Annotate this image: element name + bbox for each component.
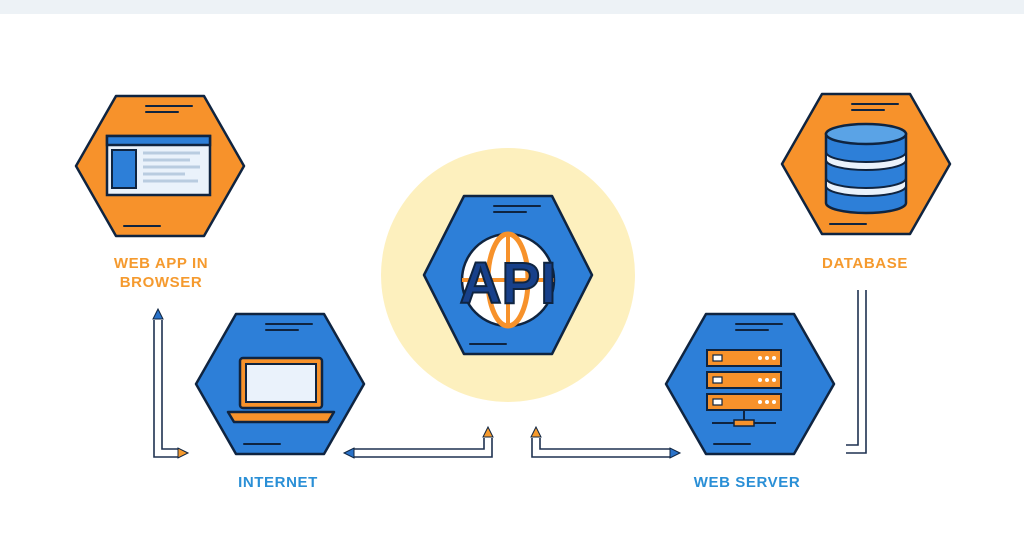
internet-node xyxy=(194,312,366,456)
webapp-internet-connector xyxy=(153,320,178,458)
top-strip xyxy=(0,0,1024,14)
api-text: API xyxy=(460,251,557,316)
arrow-right-head xyxy=(177,447,190,459)
laptop-icon xyxy=(226,356,336,424)
arrow-up-head-api-left xyxy=(482,425,494,438)
api-webserver-connector xyxy=(531,438,670,458)
web-app-label-line1: WEB APP IN xyxy=(113,255,209,272)
internet-api-connector xyxy=(354,438,493,458)
arrow-right-head-server xyxy=(669,447,682,459)
arrow-up-head xyxy=(152,307,164,320)
database-node xyxy=(780,92,952,236)
database-label: DATABASE xyxy=(822,255,908,272)
web-server-label: WEB SERVER xyxy=(693,474,801,491)
browser-window-icon xyxy=(105,134,212,197)
web-app-label-line2: BROWSER xyxy=(119,274,203,291)
web-app-label: WEB APP IN BROWSER xyxy=(96,254,226,292)
arrow-left-head xyxy=(342,447,355,459)
api-node: API xyxy=(422,194,594,356)
arrow-up-head-api-right xyxy=(530,425,542,438)
globe-icon xyxy=(460,231,556,329)
database-cylinder-icon xyxy=(824,122,908,215)
database-webserver-connector xyxy=(846,290,867,454)
server-rack-icon xyxy=(706,349,782,427)
web-app-node xyxy=(74,94,246,238)
internet-label: INTERNET xyxy=(238,474,318,491)
web-server-node xyxy=(664,312,836,456)
